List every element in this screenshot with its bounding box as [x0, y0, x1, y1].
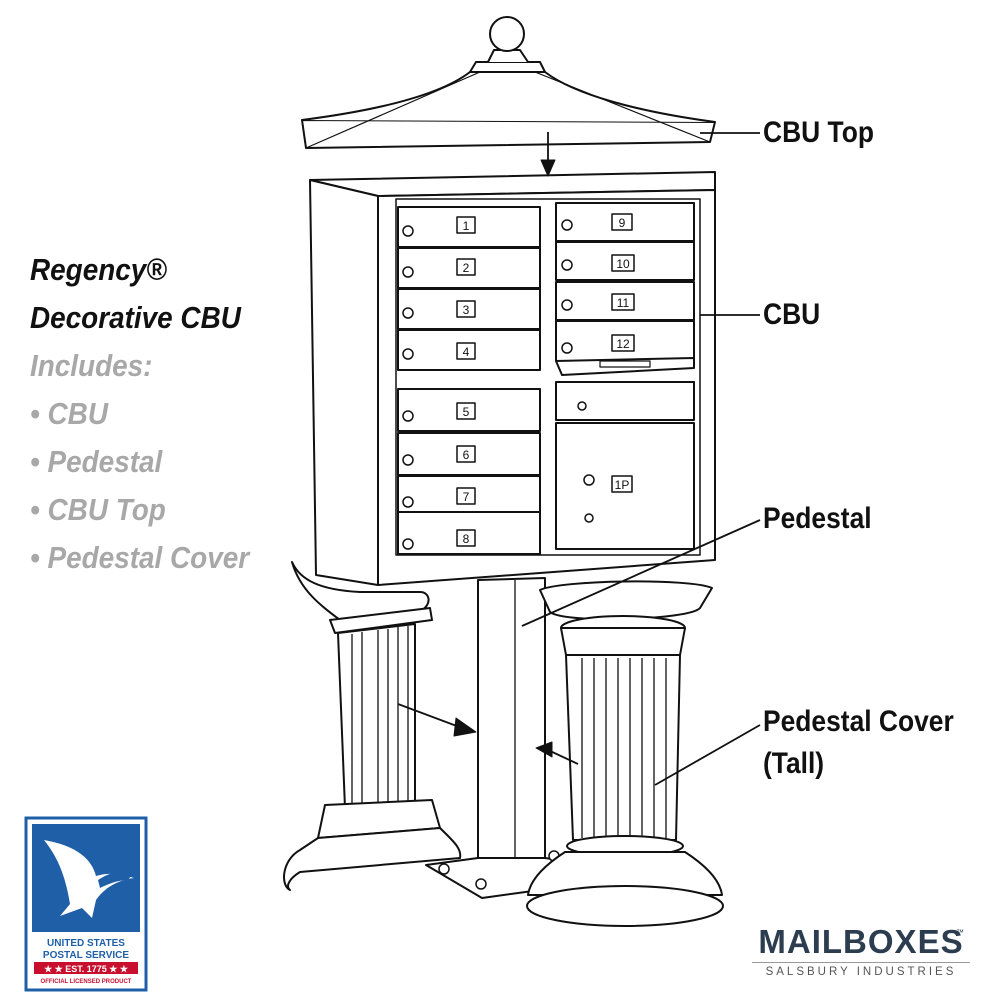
usps-line1: UNITED STATES: [47, 938, 125, 949]
door-number-7: 7: [463, 490, 470, 504]
usps-line3: ★ ★ EST. 1775 ★ ★: [44, 964, 129, 974]
pedestal-cover-left: [283, 561, 462, 891]
left-door-locks: [402, 225, 414, 550]
door-number-9: 9: [619, 216, 626, 230]
door-number-4: 4: [463, 345, 470, 359]
usps-line4: OFFICIAL LICENSED PRODUCT: [41, 979, 132, 985]
callout-pedestal: Pedestal: [763, 502, 872, 535]
cbu-top-roof: [301, 16, 716, 149]
product-title-line1: Regency®: [30, 252, 167, 287]
includes-item-pedestal: • Pedestal: [30, 444, 163, 479]
door-number-3: 3: [463, 303, 470, 317]
door-number-1p: 1P: [615, 478, 630, 492]
door-number-5: 5: [463, 405, 470, 419]
left-door-number-plates: [456, 216, 476, 547]
right-door-number-plates: [611, 213, 635, 493]
brand-name: MAILBOXES: [758, 923, 964, 960]
door-number-12: 12: [616, 337, 630, 351]
right-doors: [555, 202, 695, 550]
includes-label: Includes:: [30, 348, 153, 383]
brand-subtitle: SALSBURY INDUSTRIES: [752, 962, 970, 978]
includes-item-cbu: • CBU: [30, 396, 108, 431]
callout-cbu-top: CBU Top: [763, 116, 874, 149]
callout-cbu: CBU: [763, 298, 821, 331]
door-number-10: 10: [616, 257, 630, 271]
right-door-locks: [561, 219, 595, 523]
includes-item-pedestal-cover: • Pedestal Cover: [30, 540, 250, 575]
arrow-heads: [453, 159, 556, 758]
door-number-1: 1: [463, 219, 470, 233]
leader-lines: [397, 132, 761, 786]
pedestal-cover-right: [526, 580, 724, 927]
eagle-icon: [44, 840, 134, 918]
callout-pedestal-cover: Pedestal Cover: [763, 705, 954, 738]
usps-licensed-product-seal: UNITED STATES POSTAL SERVICE ★ ★ EST. 17…: [24, 816, 148, 992]
product-title-line2: Decorative CBU: [30, 300, 241, 335]
door-number-2: 2: [463, 261, 470, 275]
door-number-8: 8: [463, 532, 470, 546]
callout-pedestal-cover-tall: (Tall): [763, 747, 825, 780]
includes-item-cbu-top: • CBU Top: [30, 492, 166, 527]
mailboxes-brand-logo: MAILBOXES SALSBURY INDUSTRIES: [752, 924, 970, 978]
door-number-11: 11: [617, 296, 630, 310]
door-number-6: 6: [463, 448, 470, 462]
brand-trademark: ™: [956, 928, 964, 937]
usps-line2: POSTAL SERVICE: [43, 950, 129, 961]
